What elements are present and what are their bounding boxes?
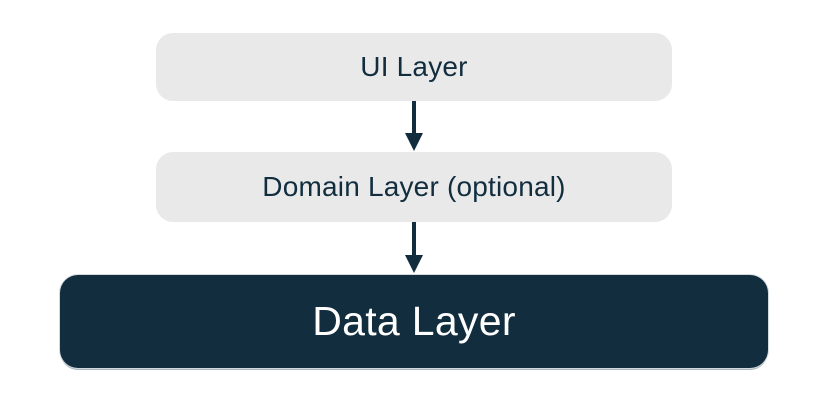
data-layer-box: Data Layer bbox=[60, 275, 768, 368]
arrow-head bbox=[405, 255, 423, 273]
arrow-head bbox=[405, 133, 423, 151]
arrow-line bbox=[412, 101, 416, 135]
ui-layer-label: UI Layer bbox=[360, 51, 468, 82]
down-arrow-domain-to-data-icon bbox=[405, 222, 423, 273]
data-layer-label: Data Layer bbox=[312, 298, 516, 344]
down-arrow-ui-to-domain-icon bbox=[405, 101, 423, 151]
domain-layer-label: Domain Layer (optional) bbox=[262, 171, 566, 202]
ui-layer-box: UI Layer bbox=[156, 33, 672, 101]
arrow-line bbox=[412, 222, 416, 257]
domain-layer-box: Domain Layer (optional) bbox=[156, 152, 672, 222]
